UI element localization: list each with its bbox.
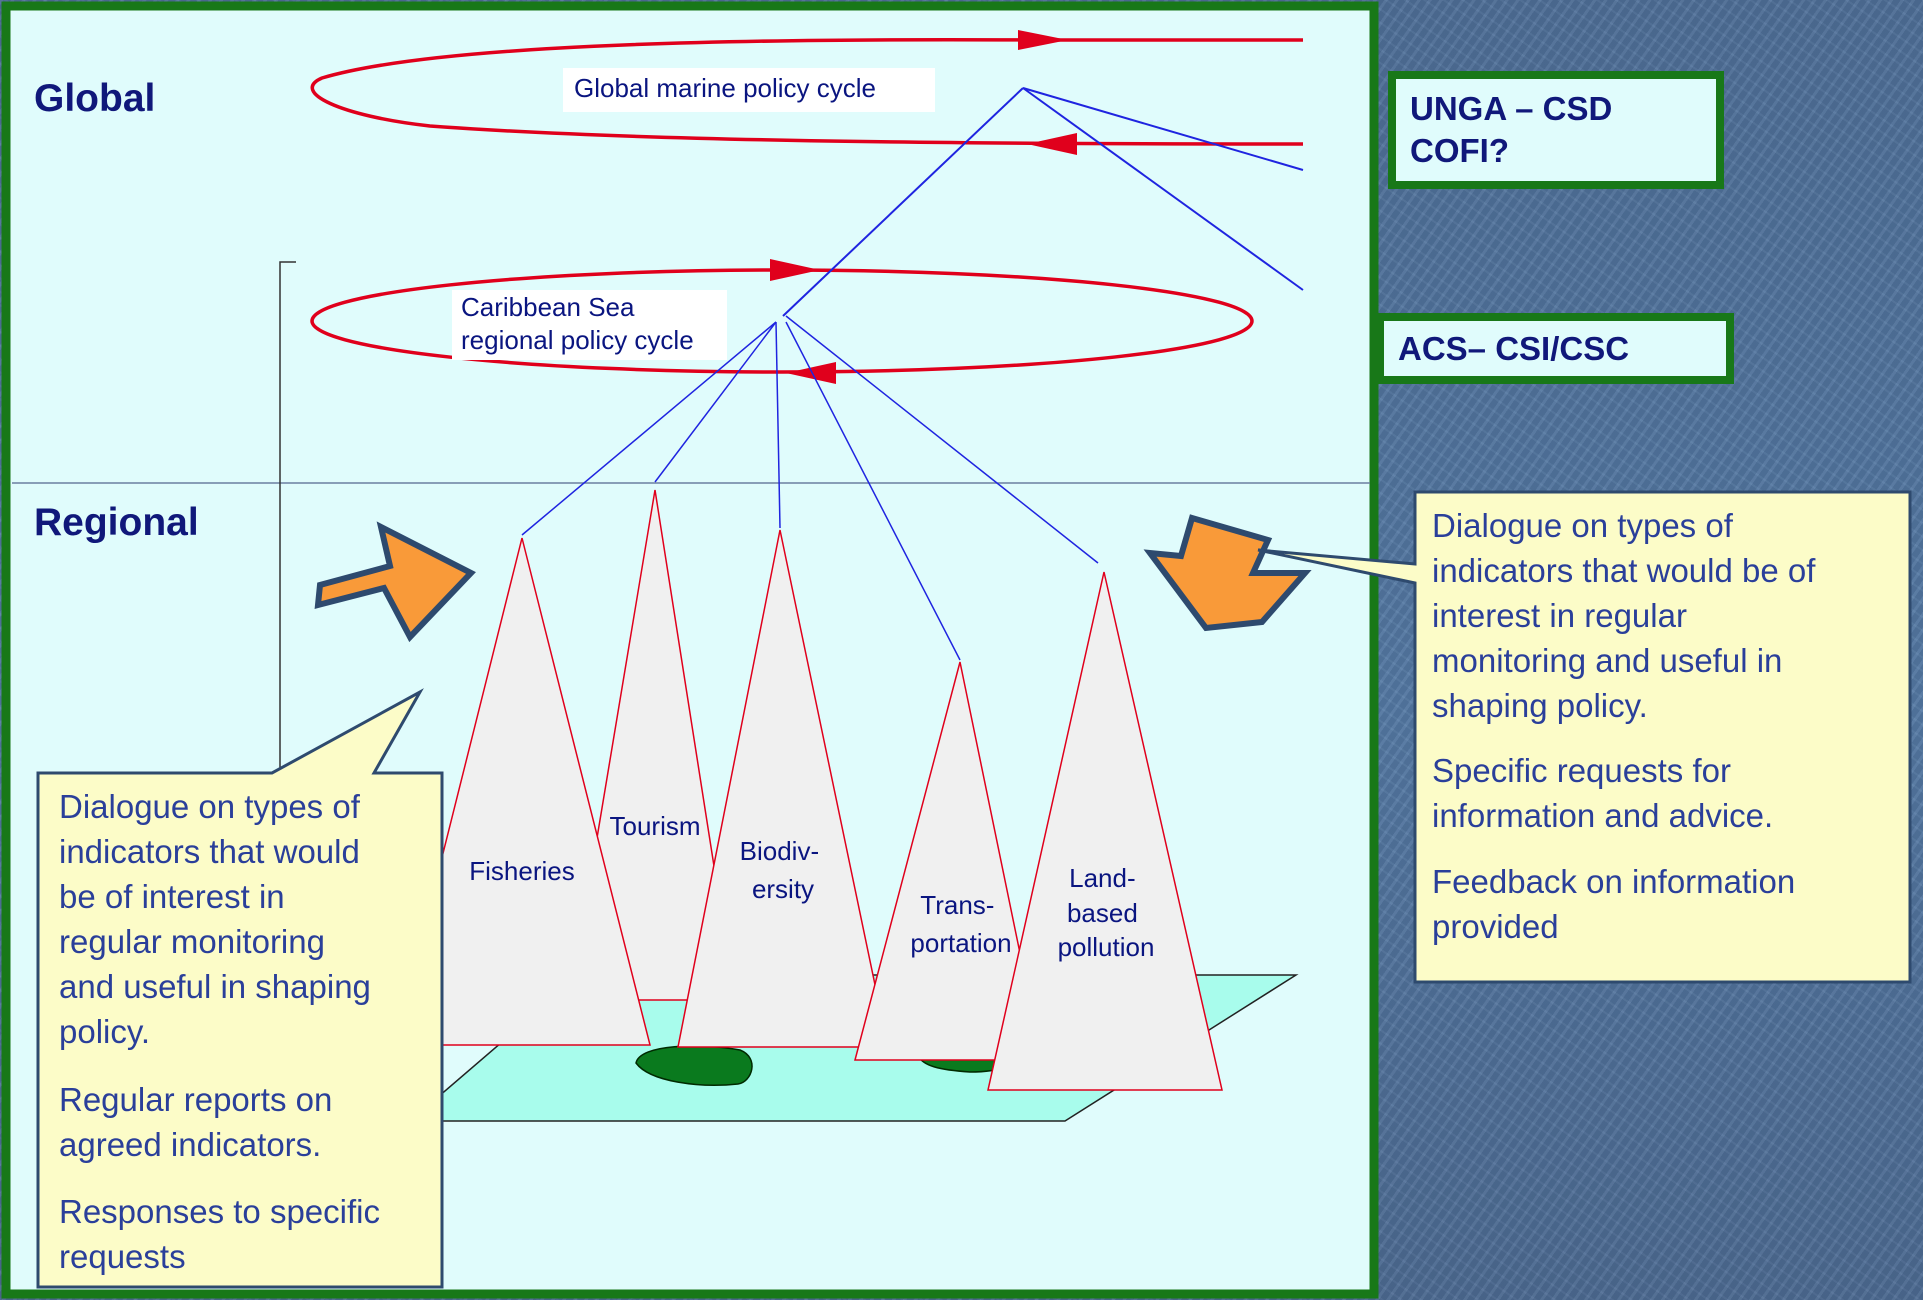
callout-right-text: Dialogue on types of indicators that wou… xyxy=(1432,507,1825,945)
sector-label-biodiversity: Biodiv- ersity xyxy=(740,836,827,904)
up-arrow-left xyxy=(314,521,476,643)
regional-cycle-label-2: regional policy cycle xyxy=(461,325,694,355)
global-cycle-label: Global marine policy cycle xyxy=(574,73,876,103)
global-heading: Global xyxy=(34,77,155,120)
unga-csd-label: UNGA – CSD COFI? xyxy=(1410,90,1621,169)
callout-left-box xyxy=(36,688,444,1289)
global-cycle-label-bg xyxy=(563,68,935,112)
regional-cycle-arrow-right xyxy=(770,259,820,281)
global-links xyxy=(782,87,1304,317)
sector-label-tourism: Tourism xyxy=(609,811,700,841)
sector-label-transportation: Trans- portation xyxy=(910,890,1011,958)
acs-box xyxy=(1376,313,1734,384)
global-cycle-arrow-left xyxy=(1027,133,1077,155)
regional-cycle-label-bg xyxy=(452,290,727,360)
sail-biodiversity xyxy=(677,529,889,1048)
sail-fisheries xyxy=(394,537,651,1046)
island-1 xyxy=(635,1045,753,1086)
global-cycle-loop xyxy=(310,37,1304,146)
regional-cycle-label-1: Caribbean Sea xyxy=(461,292,635,322)
sector-links xyxy=(521,315,1099,661)
sail-tourism xyxy=(569,489,736,1001)
unga-csd-box xyxy=(1388,71,1724,189)
sector-label-land-based-pollution: Land- based pollution xyxy=(1058,863,1155,962)
sector-label-fisheries: Fisheries xyxy=(469,856,574,886)
global-cycle-arrow-right xyxy=(1018,30,1068,50)
sail-land-based-pollution xyxy=(987,571,1223,1091)
sail-transportation xyxy=(854,661,1043,1061)
regional-heading: Regional xyxy=(34,501,199,544)
acs-label: ACS– CSI/CSC xyxy=(1398,330,1629,367)
callout-left-text: Dialogue on types of indicators that wou… xyxy=(59,788,389,1275)
regional-cycle-arrow-left xyxy=(786,362,836,384)
callout-right-box xyxy=(1257,490,1912,984)
